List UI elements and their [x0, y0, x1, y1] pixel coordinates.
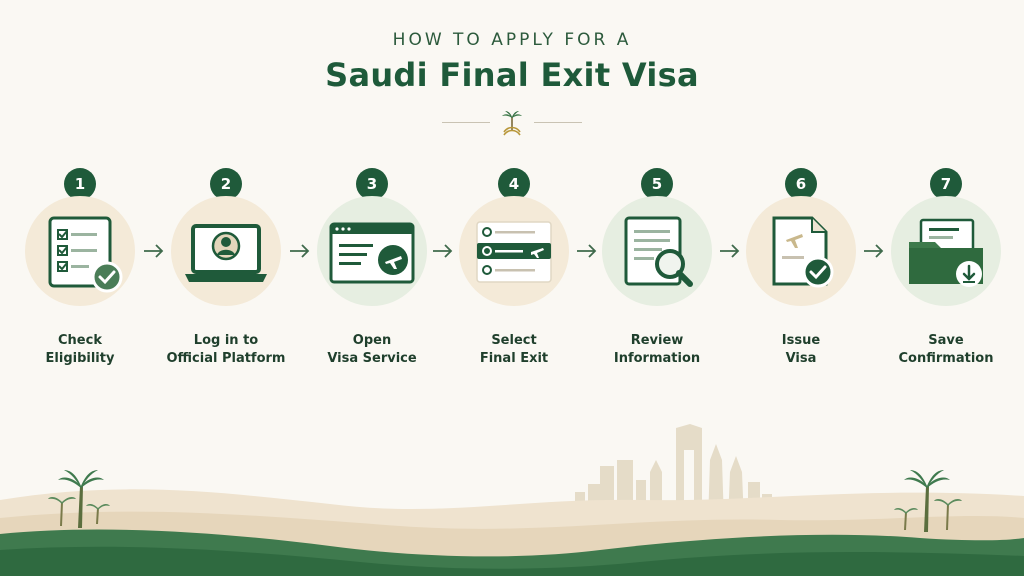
arrow-right-icon [144, 244, 164, 258]
step-number: 2 [210, 168, 242, 200]
step-label: Review Information [587, 332, 727, 368]
step-2: 2 Log in to Official Platform [156, 168, 296, 378]
step-icon-circle [746, 196, 856, 306]
step-label-line1: Open [352, 333, 392, 348]
step-5: 5 Review Information [587, 168, 727, 378]
document-magnifier-icon [624, 216, 693, 287]
page-subtitle: HOW TO APPLY FOR A [392, 30, 632, 50]
title-divider [442, 108, 582, 138]
divider-line-right [534, 122, 582, 123]
laptop-user-icon [185, 224, 267, 282]
document-check-icon [772, 216, 834, 288]
step-label-line1: Review [630, 333, 684, 348]
step-number: 4 [498, 168, 530, 200]
palm-tree-right [904, 470, 950, 532]
step-label-line1: Save [928, 333, 964, 348]
palm-tree-left-small [48, 497, 110, 526]
arrow-right-icon [290, 244, 310, 258]
step-label: Save Confirmation [876, 332, 1016, 368]
step-label-line1: Check [58, 333, 102, 348]
step-label: Select Final Exit [444, 332, 584, 368]
step-icon-circle [891, 196, 1001, 306]
step-label-line2: Visa [785, 351, 817, 366]
palm-tree-right-small [894, 499, 962, 530]
desert-skyline-landscape [0, 424, 1024, 576]
step-1: 1 Check Eligibility [10, 168, 150, 378]
palm-tree-left [58, 470, 104, 528]
step-number: 3 [356, 168, 388, 200]
step-label-line2: Information [613, 351, 701, 366]
step-label: Open Visa Service [302, 332, 442, 368]
folder-download-icon [909, 218, 983, 287]
step-7: 7 Save Confirmation [876, 168, 1016, 378]
step-label-line2: Confirmation [898, 351, 994, 366]
step-label-line2: Official Platform [166, 351, 286, 366]
step-number: 7 [930, 168, 962, 200]
checklist-icon [48, 216, 123, 293]
step-label-line1: Log in to [193, 333, 259, 348]
step-label: Log in to Official Platform [156, 332, 296, 368]
option-list-plane-icon [476, 221, 552, 283]
step-icon-circle [171, 196, 281, 306]
step-icon-circle [317, 196, 427, 306]
step-label-line2: Visa Service [327, 351, 417, 366]
step-label-line2: Final Exit [479, 351, 549, 366]
arrow-right-icon [433, 244, 453, 258]
step-3: 3 Open Visa Service [302, 168, 442, 378]
step-icon-circle [25, 196, 135, 306]
step-label-line2: Eligibility [45, 351, 115, 366]
step-label-line1: Issue [781, 333, 821, 348]
step-label: Issue Visa [731, 332, 871, 368]
step-4: 4 Select Final Exit [444, 168, 584, 378]
browser-plane-icon [329, 222, 415, 284]
step-number: 6 [785, 168, 817, 200]
arrow-right-icon [720, 244, 740, 258]
divider-line-left [442, 122, 490, 123]
page-title: Saudi Final Exit Visa [325, 56, 699, 94]
step-label: Check Eligibility [10, 332, 150, 368]
step-number: 1 [64, 168, 96, 200]
step-label-line1: Select [491, 333, 537, 348]
step-number: 5 [641, 168, 673, 200]
step-icon-circle [602, 196, 712, 306]
arrow-right-icon [577, 244, 597, 258]
arrow-right-icon [864, 244, 884, 258]
palm-emblem-icon [502, 111, 522, 136]
step-6: 6 Issue Visa [731, 168, 871, 378]
step-icon-circle [459, 196, 569, 306]
